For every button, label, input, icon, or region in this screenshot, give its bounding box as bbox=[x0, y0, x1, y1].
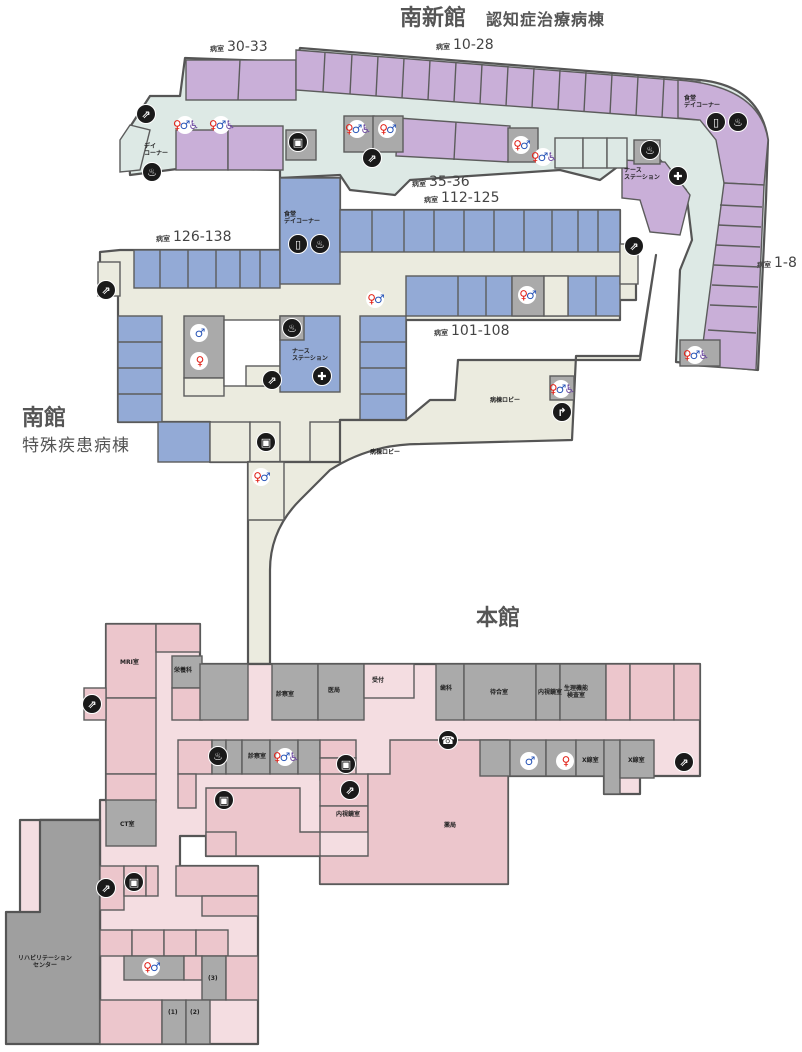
room-label-exam-3: (3) bbox=[208, 975, 218, 982]
elevator-icon: ▣ bbox=[124, 872, 144, 892]
room-label-reception: 受付 bbox=[372, 677, 385, 684]
vending-machine-icon: ♨ bbox=[142, 162, 162, 182]
restroom-icon: ♀♂ bbox=[252, 468, 271, 486]
room-label-waiting: 待合室 bbox=[490, 689, 509, 696]
bath-icon: ♨ bbox=[640, 140, 660, 160]
vending-machine-icon: ♨ bbox=[310, 234, 330, 254]
accessible-restroom-icon: ♀♂♿ bbox=[344, 120, 371, 138]
directions-icon: ↱ bbox=[552, 402, 572, 422]
room-label-consult: 診察室 bbox=[248, 753, 267, 760]
room-label-day-corner: デイ コーナー bbox=[144, 143, 169, 157]
stairs-icon: ⇗ bbox=[362, 148, 382, 168]
restroom-icon: ♀♂ bbox=[366, 290, 385, 308]
male-restroom-icon: ♂ bbox=[190, 324, 208, 342]
room-label-endoscopy: 内視鏡室 bbox=[336, 811, 361, 818]
bath-icon: ♨ bbox=[282, 318, 302, 338]
room-label-nutrition: 栄養科 bbox=[174, 667, 193, 674]
male-restroom-icon: ♂ bbox=[520, 752, 538, 770]
south-building bbox=[97, 176, 639, 464]
restroom-icon: ♀♂ bbox=[378, 120, 397, 138]
stairs-icon: ⇗ bbox=[674, 752, 694, 772]
room-label-nurse-station: ナース ステーション bbox=[624, 167, 660, 181]
stairs-icon: ⇗ bbox=[96, 878, 116, 898]
south-new-building bbox=[119, 46, 770, 372]
stairs-icon: ⇗ bbox=[624, 236, 644, 256]
vending-machine-icon: ♨ bbox=[728, 112, 748, 132]
phone-icon: ☎ bbox=[438, 730, 458, 750]
stairs-icon: ⇗ bbox=[340, 780, 360, 800]
room-label-dining-day-corner: 食堂 デイコーナー bbox=[284, 211, 321, 225]
elevator-icon: ▯ bbox=[706, 112, 726, 132]
room-label-rehab-center: リハビリテーション センター bbox=[18, 955, 72, 969]
building-title-south: 南館 bbox=[22, 406, 67, 431]
room-label-mri: MRI室 bbox=[120, 659, 139, 666]
nurse-icon: ✚ bbox=[312, 366, 332, 386]
room-label-xray: X線室 bbox=[582, 757, 599, 764]
elevator-icon: ▣ bbox=[336, 754, 356, 774]
room-label-lobby: 病棟ロビー bbox=[490, 397, 521, 404]
restroom-icon: ♀♂ bbox=[142, 958, 161, 976]
room-label-dental: 歯科 bbox=[440, 685, 453, 692]
stairs-icon: ⇗ bbox=[262, 370, 282, 390]
stairs-icon: ⇗ bbox=[96, 280, 116, 300]
nurse-icon: ✚ bbox=[668, 166, 688, 186]
room-label-xray: X線室 bbox=[628, 757, 645, 764]
female-restroom-icon: ♀ bbox=[190, 352, 208, 370]
elevator-icon: ▣ bbox=[288, 132, 308, 152]
bath-icon: ♨ bbox=[208, 746, 228, 766]
building-subtitle-south: 特殊疾患病棟 bbox=[22, 436, 130, 456]
building-subtitle-south-new: 認知症治療病棟 bbox=[486, 10, 606, 29]
room-dividers-10-28 bbox=[322, 51, 665, 119]
restroom-icon: ♀♂ bbox=[518, 286, 537, 304]
room-label-endoscopy: 内視鏡室 bbox=[538, 689, 563, 696]
elevator-icon: ▣ bbox=[256, 432, 276, 452]
accessible-restroom-icon: ♀♂♿ bbox=[172, 116, 199, 134]
room-label-exam-2: (2) bbox=[190, 1009, 200, 1016]
restroom-icon: ♀♂ bbox=[512, 136, 531, 154]
accessible-restroom-icon: ♀♂♿ bbox=[682, 346, 709, 364]
elevator-icon: ▯ bbox=[288, 234, 308, 254]
building-title-main: 本館 bbox=[476, 606, 521, 631]
accessible-restroom-icon: ♀♂♿ bbox=[272, 748, 299, 766]
room-label-lobby: 病棟ロビー bbox=[370, 449, 401, 456]
building-title-south-new: 南新館 bbox=[400, 6, 467, 31]
stairs-icon: ⇗ bbox=[82, 694, 102, 714]
room-label-staff: 医局 bbox=[328, 687, 341, 694]
main-building bbox=[4, 622, 702, 1046]
accessible-restroom-icon: ♀♂♿ bbox=[548, 380, 575, 398]
accessible-restroom-icon: ♀♂♿ bbox=[530, 148, 557, 166]
room-label-physio: 生理機能 検査室 bbox=[564, 685, 589, 699]
accessible-restroom-icon: ♀♂♿ bbox=[208, 116, 235, 134]
room-label-dining-day-corner: 食堂 デイコーナー bbox=[684, 95, 721, 109]
room-label-consult: 診察室 bbox=[276, 691, 295, 698]
room-label-pharmacy: 薬局 bbox=[444, 822, 457, 829]
female-restroom-icon: ♀ bbox=[556, 752, 574, 770]
room-label-nurse-station: ナース ステーション bbox=[292, 348, 328, 362]
elevator-icon: ▣ bbox=[214, 790, 234, 810]
room-label-exam-1: (1) bbox=[168, 1009, 178, 1016]
stairs-icon: ⇗ bbox=[136, 104, 156, 124]
room-label-ct: CT室 bbox=[120, 821, 135, 828]
